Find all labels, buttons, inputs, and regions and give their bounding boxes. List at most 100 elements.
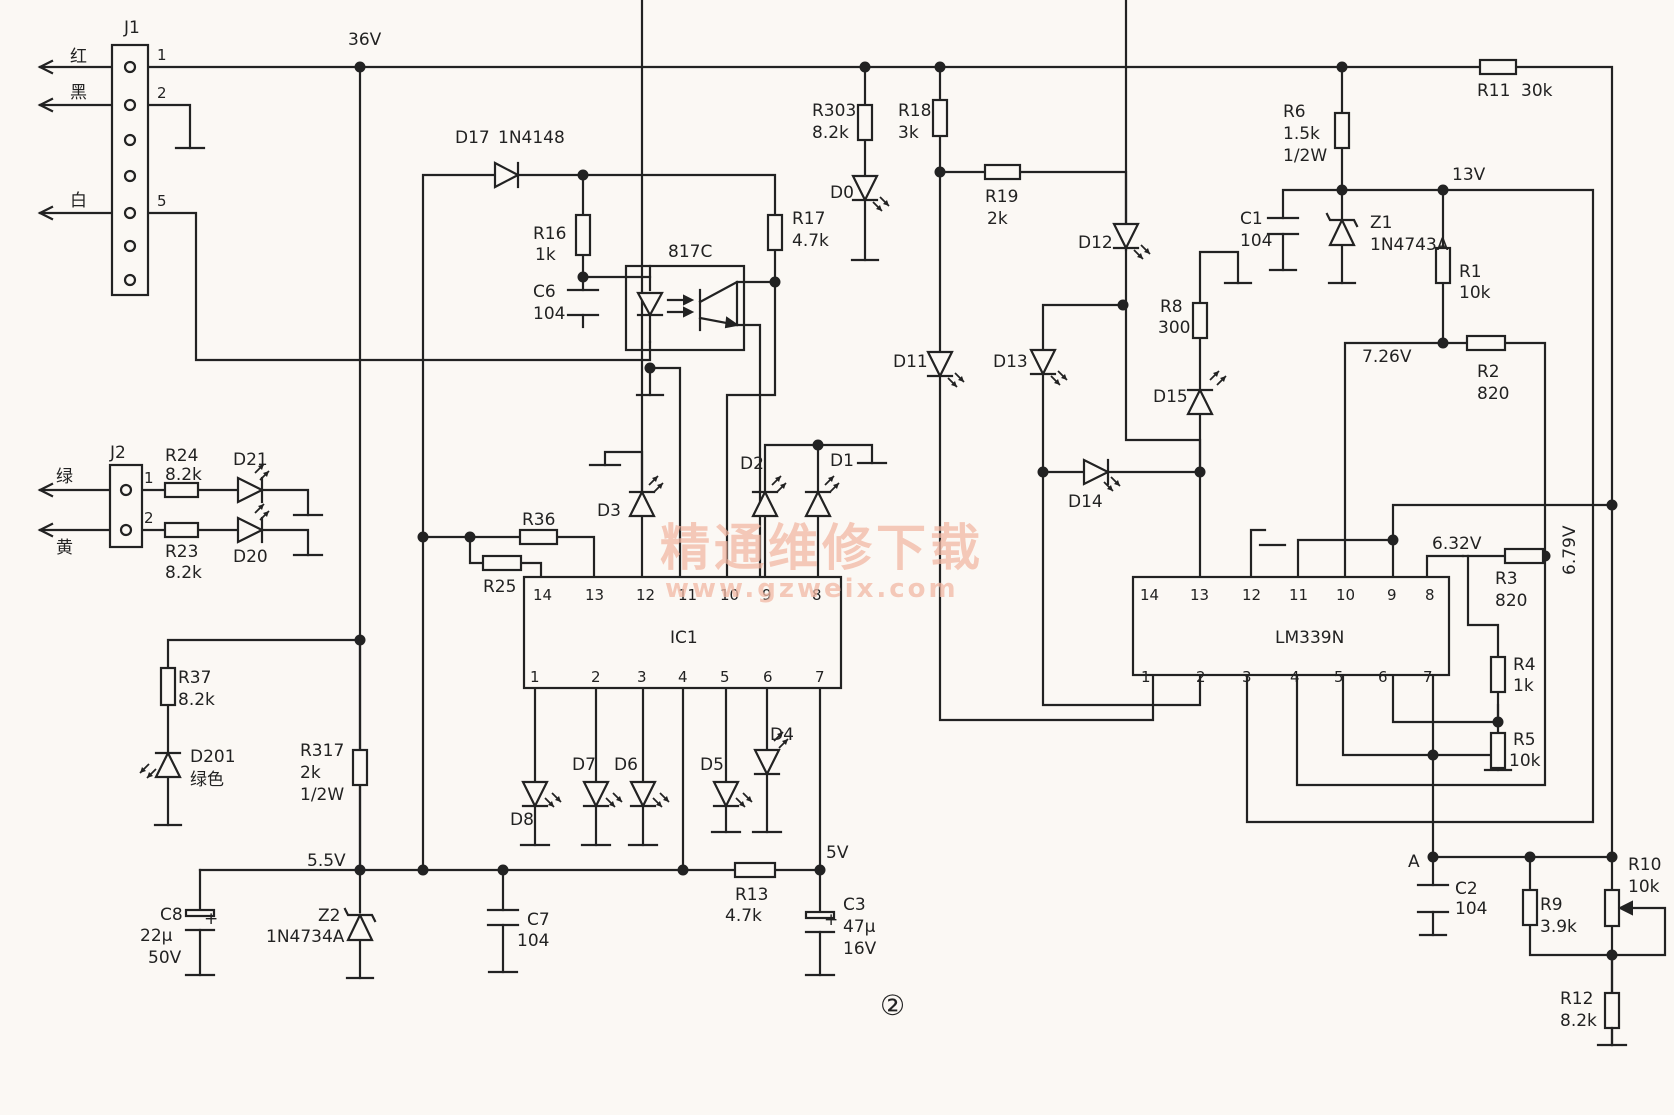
- component-ref: R10: [1628, 855, 1661, 875]
- pin-number: 5: [1334, 668, 1344, 686]
- pin-number: 2: [157, 84, 167, 102]
- led-ref: D0: [830, 183, 854, 203]
- component-rating: 1/2W: [1283, 146, 1327, 166]
- component-voltage: 50V: [148, 948, 182, 968]
- led-d21: [236, 463, 270, 504]
- component-value: 104: [533, 304, 565, 324]
- resistor-r3: [1503, 547, 1545, 565]
- component-voltage: 16V: [843, 939, 877, 959]
- pin-number: 1: [144, 469, 154, 487]
- led-d7: [582, 780, 623, 809]
- led-ref: D8: [510, 810, 534, 830]
- connector-ref: J1: [123, 18, 140, 38]
- led-d13: [1029, 348, 1068, 386]
- led-ref: D11: [893, 352, 928, 372]
- pin-number: 5: [157, 192, 167, 210]
- net-label: 13V: [1452, 165, 1486, 185]
- led-ref: D6: [614, 755, 638, 775]
- component-ref: R303: [812, 101, 856, 121]
- component-ref: R2: [1477, 362, 1500, 382]
- component-value: 820: [1495, 591, 1527, 611]
- led-ref: D1: [830, 451, 854, 471]
- pin-number: 7: [815, 668, 825, 686]
- led-d11: [926, 350, 965, 388]
- led-d0: [851, 174, 890, 212]
- pin-number: 8: [1425, 586, 1435, 604]
- pin-number: 5: [720, 668, 730, 686]
- component-value: 22µ: [140, 926, 173, 946]
- resistor-r16: [574, 213, 592, 257]
- capacitors: + +: [184, 216, 1450, 934]
- component-ref: R12: [1560, 989, 1593, 1009]
- resistor-r36: [518, 528, 559, 546]
- component-ref: R4: [1513, 655, 1536, 675]
- led-d12: [1112, 222, 1151, 260]
- component-value: 104: [517, 931, 549, 951]
- component-ref: R5: [1513, 730, 1536, 750]
- ic1-chip: IC1: [522, 575, 843, 690]
- component-value: 10k: [1628, 877, 1660, 897]
- resistor-r24: [163, 481, 200, 499]
- led-d6: [629, 780, 670, 809]
- watermark: 精通维修下载 www.gzweix.com: [660, 519, 984, 604]
- resistors: [159, 58, 1633, 1047]
- component-value: 4.7k: [792, 231, 829, 251]
- connector-j2: J2 1 2 绿 黄: [37, 443, 154, 558]
- led-ref: D3: [597, 501, 621, 521]
- component-value: 8.2k: [812, 123, 849, 143]
- component-ref: R317: [300, 741, 344, 761]
- resistor-r4: [1489, 655, 1507, 694]
- component-value: 8.2k: [165, 563, 202, 583]
- resistor-r25: [481, 554, 523, 572]
- component-value: 1k: [1513, 676, 1534, 696]
- component-value: 104: [1240, 231, 1272, 251]
- pin-number: 12: [636, 586, 655, 604]
- component-ref: R24: [165, 446, 198, 466]
- component-part: 1N4734A: [266, 927, 345, 947]
- net-label: 6.32V: [1432, 534, 1482, 554]
- led-ref: D21: [233, 450, 268, 470]
- component-ref: C3: [843, 895, 866, 915]
- lm339-chip: LM339N: [1131, 575, 1451, 677]
- resistor-r1: [1434, 246, 1452, 285]
- pin-number: 11: [1289, 586, 1308, 604]
- component-value: 8.2k: [165, 465, 202, 485]
- component-ref: C1: [1240, 209, 1263, 229]
- pin-number: 9: [1387, 586, 1397, 604]
- component-ref: D201: [190, 747, 236, 767]
- watermark-title: 精通维修下载: [660, 519, 984, 577]
- net-label: 5V: [826, 843, 849, 863]
- resistor-r23: [163, 521, 200, 539]
- led-d8: [521, 780, 562, 809]
- component-ref: R25: [483, 577, 516, 597]
- pin-number: 2: [591, 668, 601, 686]
- resistor-r303: [856, 103, 874, 142]
- pin-number: 13: [585, 586, 604, 604]
- component-color: 绿色: [190, 770, 224, 790]
- wire-color-label: 红: [70, 47, 87, 67]
- pin-number: 4: [678, 668, 688, 686]
- component-part: 1N4148: [498, 128, 565, 148]
- component-value: 10k: [1459, 283, 1491, 303]
- led-d3: [628, 475, 664, 518]
- resistor-r18: [931, 98, 949, 138]
- zener-z2: [343, 907, 377, 942]
- component-ref: R17: [792, 209, 825, 229]
- pin-number: 7: [1423, 668, 1433, 686]
- led-ref: D14: [1068, 492, 1103, 512]
- watermark-url: www.gzweix.com: [665, 574, 959, 604]
- wiring: [38, 0, 1667, 1047]
- resistor-r6: [1333, 111, 1351, 150]
- pin-number: 1: [530, 668, 540, 686]
- component-ref: R1: [1459, 262, 1482, 282]
- component-value: 104: [1455, 899, 1487, 919]
- led-d2: [751, 475, 787, 518]
- component-ref: R8: [1160, 297, 1183, 317]
- component-ref: R11: [1477, 81, 1510, 101]
- component-value: 300: [1158, 318, 1190, 338]
- resistor-r11: [1478, 58, 1518, 76]
- zener-z1: [1325, 212, 1359, 247]
- component-part: 1N4743A: [1370, 235, 1449, 255]
- pin-number: 9: [762, 586, 772, 604]
- pin-number: 3: [1242, 668, 1252, 686]
